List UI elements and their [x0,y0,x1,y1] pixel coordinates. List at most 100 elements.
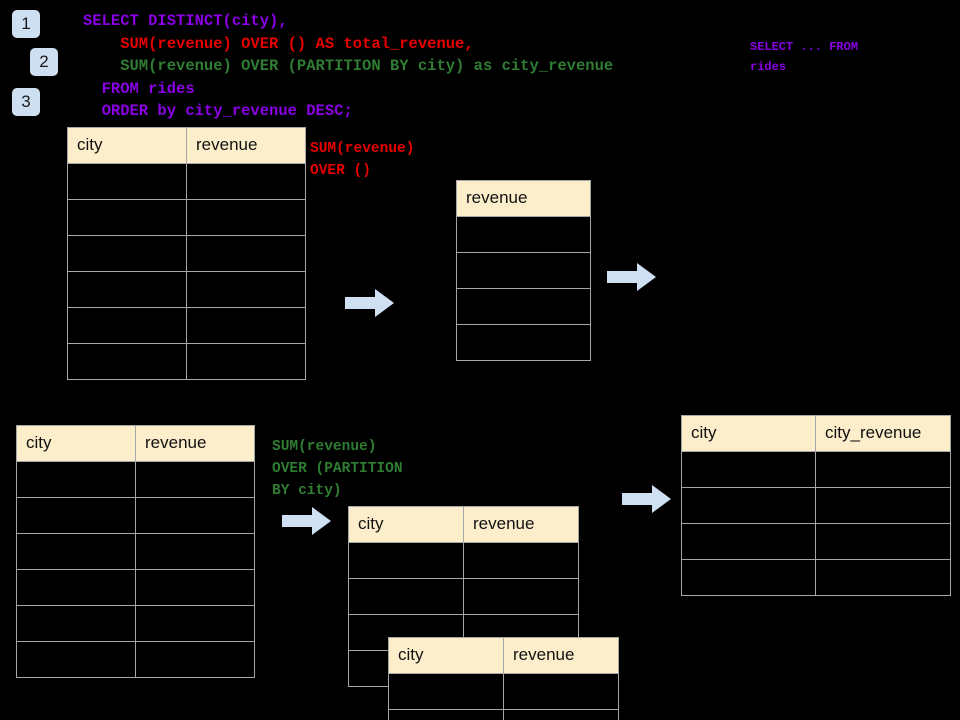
table-cell [348,578,464,615]
table-cell [186,307,306,344]
sql-line-total-revenue: SUM(revenue) OVER () AS total_revenue, [83,35,474,53]
table-cell [67,163,187,200]
table-row [681,523,951,560]
column-header-revenue: revenue [463,506,579,543]
table-row [348,542,579,579]
table-cell [348,542,464,579]
table-cell [67,343,187,380]
table-cell [815,487,951,524]
column-header-city: city [67,127,187,164]
table-cell [463,542,579,579]
table-cell [16,569,136,606]
arrow-bottom-right [622,485,671,513]
table-cell [186,271,306,308]
table-header-row: city revenue [67,127,306,164]
table-header-row: city city_revenue [681,415,951,452]
table-body [388,673,619,720]
sql-line-city-revenue: SUM(revenue) OVER (PARTITION BY city) as… [83,57,614,75]
table-cell [681,559,816,596]
table-cell [16,497,136,534]
table-cell [456,252,591,289]
table-row [16,641,255,678]
annotation-total-line-1: SUM(revenue) [310,141,415,157]
table-header-row: city revenue [388,637,619,674]
table-cell [135,497,255,534]
column-header-revenue: revenue [503,637,619,674]
table-cell [456,288,591,325]
table-row [67,271,306,308]
table-cell [186,199,306,236]
table-cell [135,641,255,678]
column-header-city: city [16,425,136,462]
table-cell [463,578,579,615]
column-header-revenue: revenue [456,180,591,217]
step-badge-2: 2 [30,48,58,76]
table-cell [388,709,504,720]
table-body [67,163,306,380]
partition-table-b: city revenue [388,637,619,720]
sql-line-select: SELECT DISTINCT(city), [83,12,288,30]
table-row [16,533,255,570]
result-table: city city_revenue [681,415,951,596]
table-row [348,578,579,615]
table-header-row: revenue [456,180,591,217]
table-header-row: city revenue [16,425,255,462]
annotation-total-line-2: OVER () [310,163,371,179]
table-body [456,216,591,361]
table-row [681,559,951,596]
source-table-bottom: city revenue [16,425,255,678]
table-cell [16,533,136,570]
table-cell [67,235,187,272]
arrow-bottom-left [282,507,331,535]
table-row [67,235,306,272]
table-row [681,451,951,488]
table-cell [456,324,591,361]
table-head: city city_revenue [681,415,951,452]
table-row [67,307,306,344]
table-cell [681,451,816,488]
table-head: city revenue [348,506,579,543]
table-head: revenue [456,180,591,217]
arrow-top-left [345,289,394,317]
table-cell [815,559,951,596]
table-cell [186,163,306,200]
table-cell [388,673,504,710]
annotation-partition-line-3: BY city) [272,483,342,499]
column-header-city: city [348,506,464,543]
table-cell [67,271,187,308]
table-row [456,324,591,361]
source-table-top: city revenue [67,127,306,380]
table-row [681,487,951,524]
table-body [681,451,951,596]
table-cell [456,216,591,253]
column-header-city: city [388,637,504,674]
table-head: city revenue [67,127,306,164]
table-cell [681,523,816,560]
table-cell [135,461,255,498]
side-note-line-1: SELECT ... FROM [750,40,859,54]
table-header-row: city revenue [348,506,579,543]
table-cell [503,709,619,720]
table-cell [135,605,255,642]
table-cell [16,605,136,642]
table-head: city revenue [388,637,619,674]
table-row [388,673,619,710]
column-header-revenue: revenue [186,127,306,164]
table-cell [16,641,136,678]
table-cell [135,569,255,606]
table-row [67,343,306,380]
table-cell [67,307,187,344]
sql-line-order-by: ORDER by city_revenue DESC; [83,102,353,120]
step-badge-3: 3 [12,88,40,116]
column-header-revenue: revenue [135,425,255,462]
table-row [456,252,591,289]
table-row [456,216,591,253]
table-body [16,461,255,678]
table-row [456,288,591,325]
table-cell [815,523,951,560]
table-cell [681,487,816,524]
table-head: city revenue [16,425,255,462]
sql-line-from: FROM rides [83,80,195,98]
column-header-city-revenue: city_revenue [815,415,951,452]
